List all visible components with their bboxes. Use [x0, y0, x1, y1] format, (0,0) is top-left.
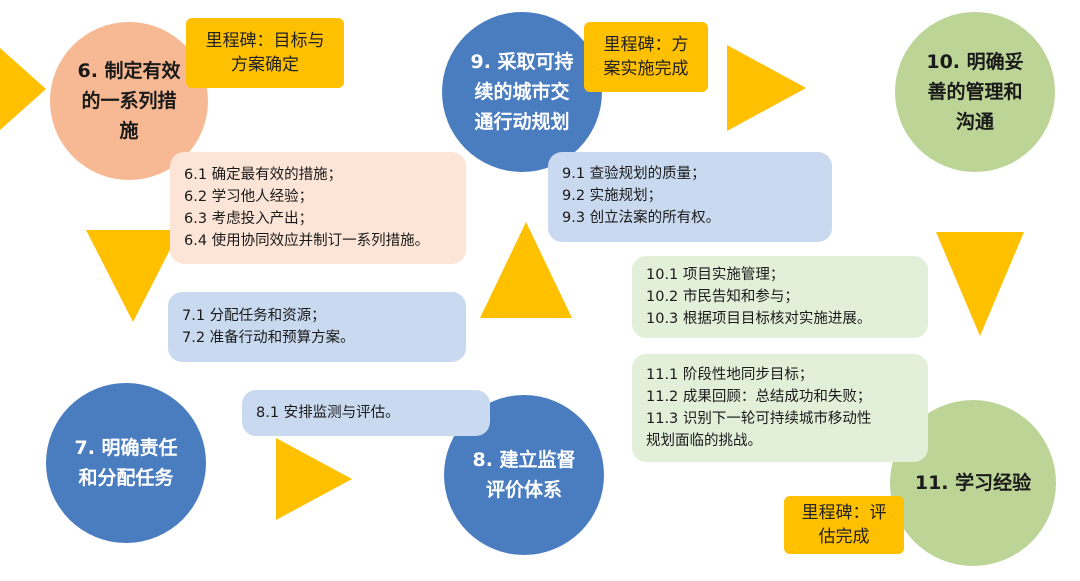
list-item: 规划面临的挑战。 [646, 433, 762, 449]
step-7-circle: 7. 明确责任 和分配任务 [46, 383, 206, 543]
list-item: 11.3 识别下一轮可持续城市移动性 [646, 411, 872, 427]
step-9-label: 9. 采取可持 续的城市交 通行动规划 [470, 51, 574, 133]
arrow-down-left-icon [86, 230, 180, 322]
list-item: 8.1 安排监测与评估。 [256, 405, 400, 421]
list-item: 7.1 分配任务和资源； [182, 308, 326, 324]
step-8-label: 8. 建立监督 评价体系 [472, 449, 576, 501]
list-item: 11.1 阶段性地同步目标； [646, 367, 814, 383]
arrow-down-right-icon [936, 232, 1024, 336]
arrow-up-middle-icon [480, 222, 572, 318]
list-item: 10.2 市民告知和参与； [646, 289, 799, 305]
milestone-goals: 里程碑：目标与 方案确定 [186, 18, 344, 88]
list-item: 10.1 项目实施管理； [646, 267, 785, 283]
panel-step-9: 9.1 查验规划的质量； 9.2 实施规划； 9.3 创立法案的所有权。 [548, 152, 832, 242]
list-item: 9.1 查验规划的质量； [562, 166, 706, 182]
list-item: 9.2 实施规划； [562, 188, 663, 204]
list-item: 7.2 准备行动和预算方案。 [182, 330, 355, 346]
step-9-circle: 9. 采取可持 续的城市交 通行动规划 [442, 12, 602, 172]
list-item: 11.2 成果回顾：总结成功和失败； [646, 389, 872, 405]
arrow-right-left-edge-icon [0, 48, 46, 130]
step-6-label: 6. 制定有效 的一系列措 施 [77, 60, 181, 142]
list-item: 10.3 根据项目目标核对实施进展。 [646, 311, 872, 327]
panel-step-10: 10.1 项目实施管理； 10.2 市民告知和参与； 10.3 根据项目目标核对… [632, 256, 928, 338]
panel-step-11: 11.1 阶段性地同步目标； 11.2 成果回顾：总结成功和失败； 11.3 识… [632, 354, 928, 462]
arrow-right-top-icon [727, 45, 806, 131]
step-10-label: 10. 明确妥 善的管理和 沟通 [926, 51, 1024, 133]
step-10-circle: 10. 明确妥 善的管理和 沟通 [895, 12, 1055, 172]
list-item: 9.3 创立法案的所有权。 [562, 210, 721, 226]
panel-step-6: 6.1 确定最有效的措施； 6.2 学习他人经验； 6.3 考虑投入产出； 6.… [170, 152, 466, 264]
list-item: 6.3 考虑投入产出； [184, 211, 314, 227]
milestone-implementation: 里程碑：方 案实施完成 [584, 22, 708, 92]
list-item: 6.2 学习他人经验； [184, 189, 314, 205]
step-7-label: 7. 明确责任 和分配任务 [74, 437, 178, 489]
arrow-right-bottom-icon [276, 438, 352, 520]
panel-step-7: 7.1 分配任务和资源； 7.2 准备行动和预算方案。 [168, 292, 466, 362]
milestone-evaluation: 里程碑：评 估完成 [784, 496, 904, 554]
step-11-label: 11. 学习经验 [914, 472, 1032, 494]
panel-step-8: 8.1 安排监测与评估。 [242, 390, 490, 436]
list-item: 6.1 确定最有效的措施； [184, 167, 343, 183]
list-item: 6.4 使用协同效应并制订一系列措施。 [184, 233, 430, 249]
